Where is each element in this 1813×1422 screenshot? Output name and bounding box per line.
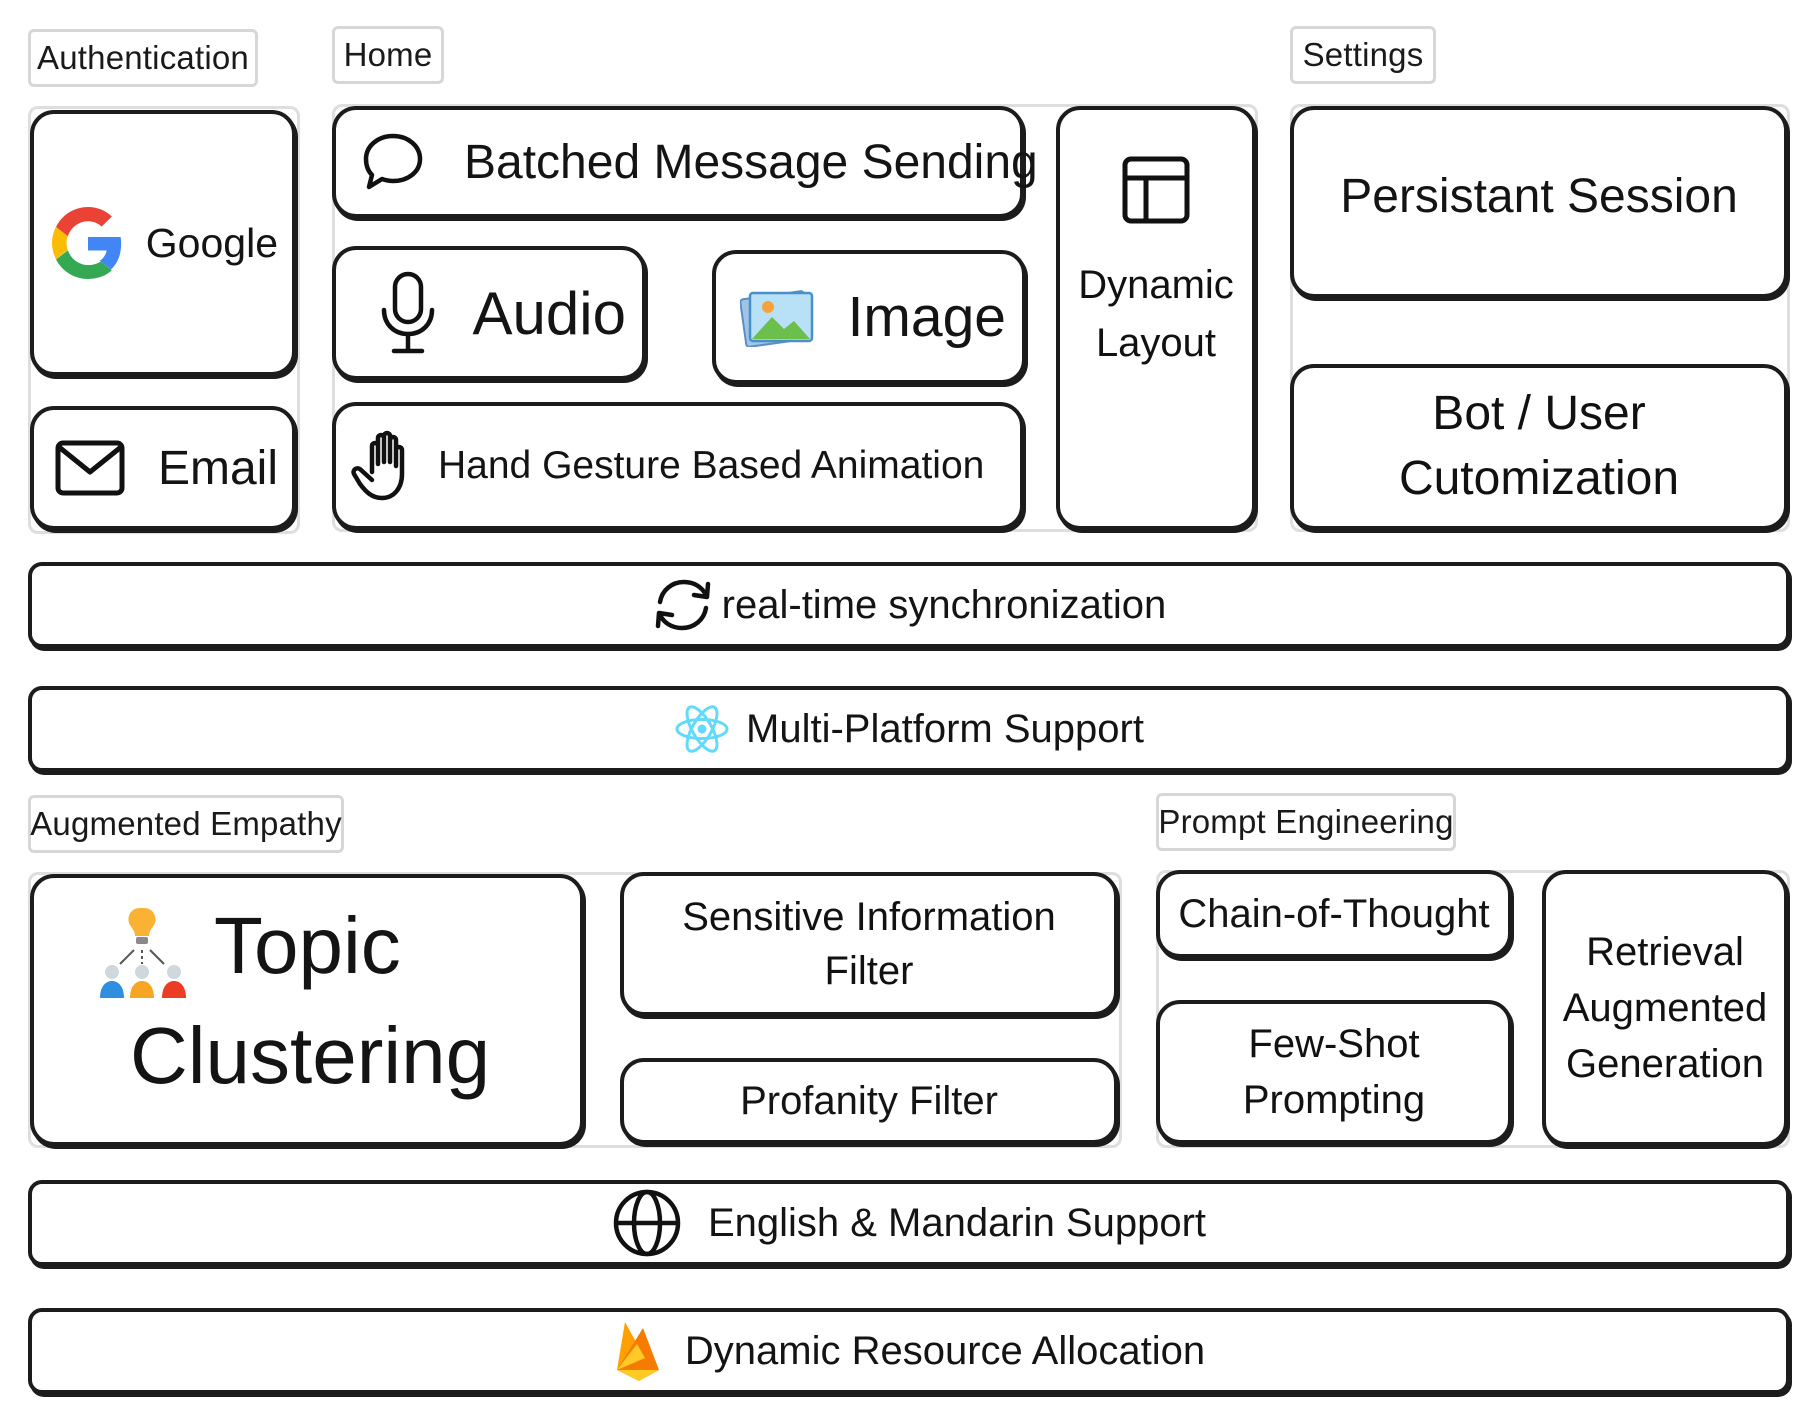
few-shot-prompting-box[interactable]: Few-Shot Prompting bbox=[1156, 1000, 1512, 1144]
dynamic-layout-label: Dynamic Layout bbox=[1078, 256, 1234, 372]
image-box[interactable]: Image bbox=[712, 250, 1026, 384]
realtime-sync-label: real-time synchronization bbox=[721, 582, 1167, 627]
chain-of-thought-label: Chain-of-Thought bbox=[1178, 891, 1490, 936]
microphone-icon bbox=[376, 270, 440, 356]
batched-message-sending-label: Batched Message Sending bbox=[464, 135, 1038, 189]
audio-box[interactable]: Audio bbox=[332, 246, 646, 380]
retrieval-augmented-generation-label: Retrieval Augmented Generation bbox=[1563, 924, 1768, 1092]
few-shot-line-2: Prompting bbox=[1242, 1078, 1426, 1122]
rag-line-1: Retrieval bbox=[1586, 930, 1744, 974]
image-label: Image bbox=[847, 285, 1006, 349]
email-auth-box[interactable]: Email bbox=[30, 406, 296, 530]
retrieval-augmented-generation-box[interactable]: Retrieval Augmented Generation bbox=[1542, 870, 1788, 1146]
sensitive-line-1: Sensitive Information bbox=[682, 895, 1056, 939]
react-atom-icon bbox=[674, 703, 730, 755]
english-mandarin-support-bar[interactable]: English & Mandarin Support bbox=[28, 1180, 1790, 1266]
dynamic-resource-allocation-label: Dynamic Resource Allocation bbox=[684, 1328, 1206, 1373]
layout-icon bbox=[1120, 154, 1192, 226]
chain-of-thought-box[interactable]: Chain-of-Thought bbox=[1156, 870, 1512, 958]
batched-message-sending-box[interactable]: Batched Message Sending bbox=[332, 106, 1038, 218]
persistent-session-label: Persistant Session bbox=[1340, 169, 1738, 223]
customization-line-2: Cutomization bbox=[1398, 452, 1680, 505]
bot-user-customization-box[interactable]: Bot / User Cutomization bbox=[1290, 364, 1788, 530]
english-mandarin-support-label: English & Mandarin Support bbox=[707, 1200, 1207, 1245]
envelope-icon bbox=[54, 439, 126, 497]
audio-label: Audio bbox=[472, 279, 626, 347]
dynamic-resource-allocation-bar[interactable]: Dynamic Resource Allocation bbox=[28, 1308, 1790, 1394]
section-tag-settings: Settings bbox=[1290, 26, 1436, 84]
chat-bubble-icon bbox=[360, 129, 426, 195]
section-tag-prompt-engineering: Prompt Engineering bbox=[1156, 793, 1456, 851]
topic-clustering-box[interactable]: Topic Clustering bbox=[30, 874, 584, 1146]
firebase-flame-icon bbox=[613, 1318, 663, 1384]
rag-line-3: Generation bbox=[1566, 1042, 1764, 1086]
hand-gesture-animation-label: Hand Gesture Based Animation bbox=[438, 444, 985, 487]
section-tag-home: Home bbox=[332, 26, 444, 84]
rag-line-2: Augmented bbox=[1562, 986, 1768, 1030]
settings-group bbox=[1290, 104, 1790, 532]
google-auth-box[interactable]: Google bbox=[30, 110, 296, 376]
bot-user-customization-label: Bot / User Cutomization bbox=[1399, 382, 1679, 512]
few-shot-prompting-label: Few-Shot Prompting bbox=[1243, 1016, 1425, 1128]
hand-gesture-animation-box[interactable]: Hand Gesture Based Animation bbox=[332, 402, 1024, 530]
profanity-filter-label: Profanity Filter bbox=[740, 1078, 998, 1123]
realtime-sync-bar[interactable]: real-time synchronization bbox=[28, 562, 1790, 648]
section-tag-authentication: Authentication bbox=[28, 29, 258, 87]
persistent-session-box[interactable]: Persistant Session bbox=[1290, 106, 1788, 298]
multi-platform-support-bar[interactable]: Multi-Platform Support bbox=[28, 686, 1790, 772]
profanity-filter-box[interactable]: Profanity Filter bbox=[620, 1058, 1118, 1144]
picture-icon bbox=[740, 287, 816, 347]
globe-icon bbox=[612, 1188, 682, 1258]
sensitive-information-filter-box[interactable]: Sensitive Information Filter bbox=[620, 872, 1118, 1016]
dynamic-layout-line-1: Dynamic bbox=[1078, 263, 1234, 307]
people-hierarchy-icon bbox=[98, 904, 194, 1002]
section-tag-augmented-empathy: Augmented Empathy bbox=[28, 795, 344, 853]
topic-label: Topic bbox=[214, 901, 401, 990]
multi-platform-support-label: Multi-Platform Support bbox=[746, 706, 1144, 751]
sync-icon bbox=[652, 576, 714, 634]
hand-icon bbox=[350, 428, 426, 504]
few-shot-line-1: Few-Shot bbox=[1248, 1022, 1420, 1066]
email-label: Email bbox=[157, 441, 278, 495]
augmented-empathy-group bbox=[28, 872, 1122, 1148]
sensitive-line-2: Filter bbox=[824, 949, 914, 993]
google-label: Google bbox=[145, 219, 278, 266]
google-logo-icon bbox=[52, 207, 124, 279]
dynamic-layout-box[interactable]: Dynamic Layout bbox=[1056, 106, 1256, 530]
clustering-label: Clustering bbox=[130, 1011, 491, 1100]
dynamic-layout-line-2: Layout bbox=[1095, 321, 1217, 365]
sensitive-information-filter-label: Sensitive Information Filter bbox=[682, 890, 1056, 998]
authentication-group bbox=[28, 106, 300, 534]
customization-line-1: Bot / User bbox=[1432, 387, 1646, 441]
